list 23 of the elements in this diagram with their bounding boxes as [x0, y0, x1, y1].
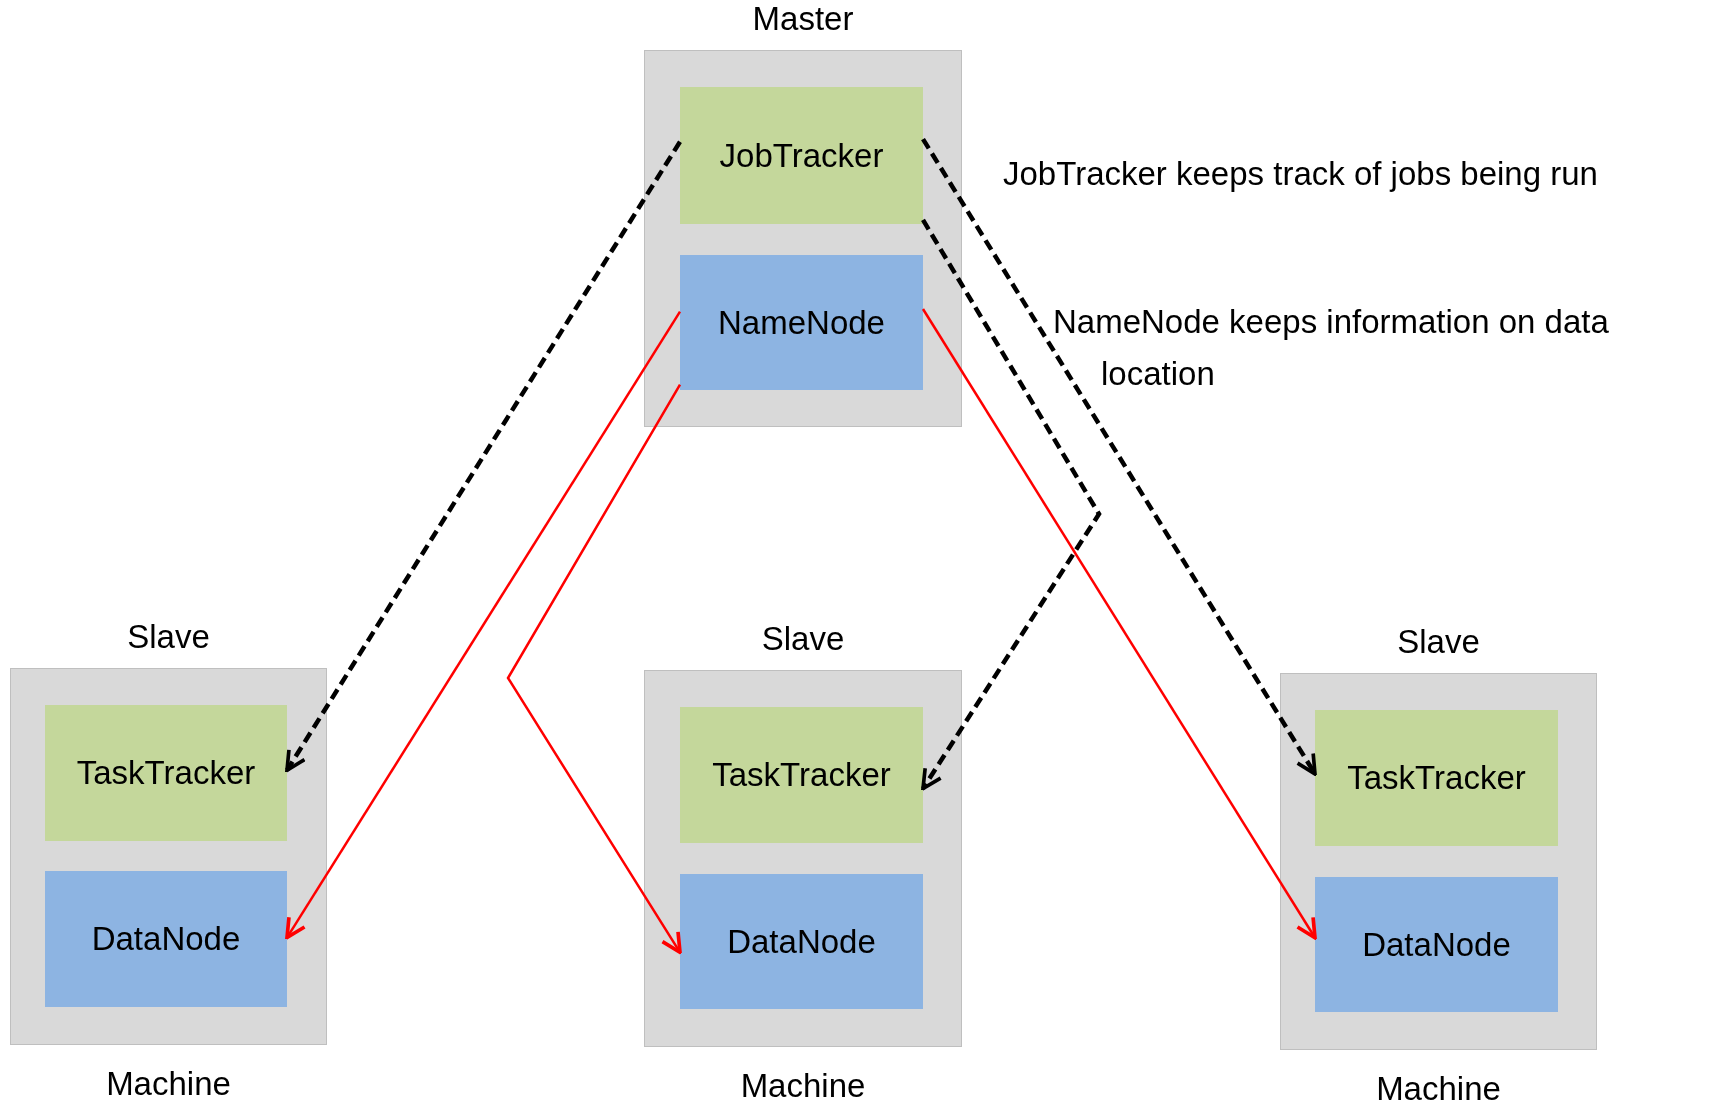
- box-heading: Slave: [126, 618, 211, 656]
- box-caption: Machine: [105, 1065, 232, 1103]
- process-box: DataNode: [1315, 877, 1558, 1012]
- arrow: [285, 140, 682, 773]
- process-box: TaskTracker: [45, 705, 287, 841]
- process-box: TaskTracker: [1315, 710, 1558, 846]
- process-box: DataNode: [45, 871, 287, 1007]
- box-caption: Machine: [739, 1067, 867, 1104]
- arrow: [506, 383, 682, 955]
- process-box: DataNode: [680, 874, 923, 1009]
- process-box: TaskTracker: [680, 707, 923, 843]
- note-text: JobTracker keeps track of jobs being run: [1003, 155, 1598, 193]
- note-text: NameNode keeps information on data location: [1053, 302, 1610, 394]
- box-heading: Slave: [1396, 623, 1481, 661]
- arrow: [921, 308, 1317, 940]
- arrow: [921, 137, 1317, 776]
- process-box: NameNode: [680, 255, 923, 390]
- box-heading: Slave: [760, 620, 846, 658]
- arrow: [285, 311, 682, 940]
- box-caption: Machine: [1375, 1070, 1502, 1104]
- process-box: JobTracker: [680, 87, 923, 224]
- box-heading: Master: [751, 0, 855, 38]
- arrow: [921, 218, 1102, 791]
